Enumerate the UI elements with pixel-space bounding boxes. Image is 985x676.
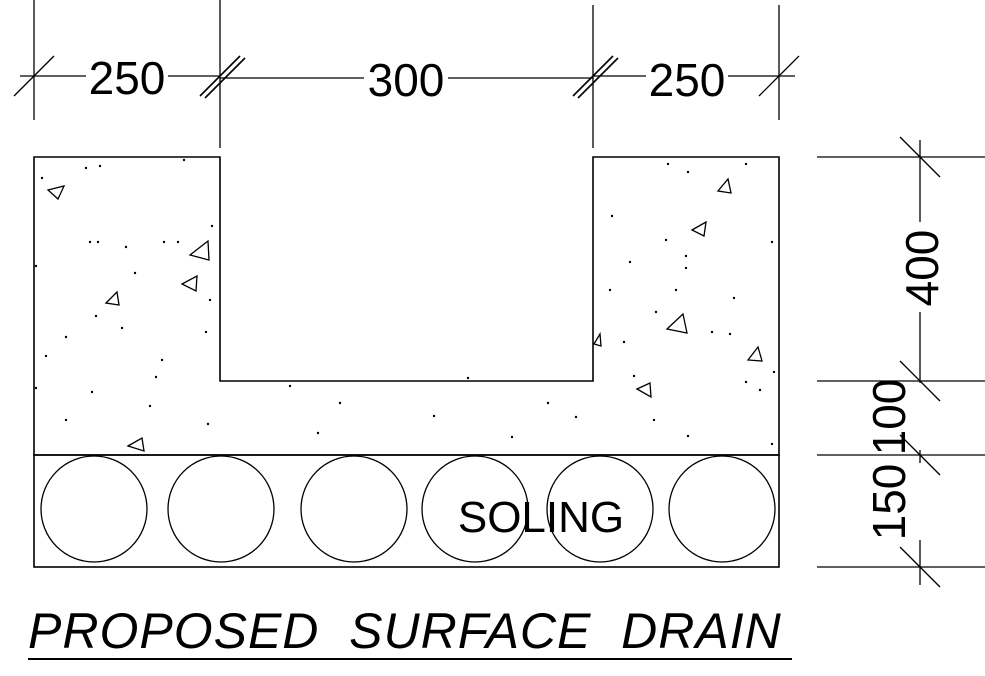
dim-tick-top bbox=[899, 136, 941, 178]
soling-stone bbox=[40, 455, 148, 563]
soling-stone bbox=[421, 455, 529, 563]
dim-tick-left bbox=[13, 55, 55, 97]
aggregate-triangle bbox=[46, 185, 66, 201]
aggregate-triangle bbox=[593, 331, 602, 347]
dim-tick-right bbox=[758, 55, 800, 97]
concrete-dots bbox=[34, 158, 776, 446]
aggregate-triangle bbox=[716, 177, 732, 194]
soling-stone bbox=[546, 455, 654, 563]
dim-label-base: 100 bbox=[863, 379, 915, 456]
dim-label-channel: 300 bbox=[368, 54, 445, 106]
soling-stone bbox=[300, 455, 408, 563]
aggregate-triangle bbox=[104, 290, 120, 306]
aggregate-triangle bbox=[180, 274, 198, 293]
dim-tick-bottom bbox=[899, 546, 941, 588]
dim-label-soling: 150 bbox=[863, 464, 915, 541]
top-dimension-group bbox=[13, 0, 800, 148]
soling-stone bbox=[668, 455, 776, 563]
aggregate-triangle bbox=[690, 220, 707, 237]
soling-stone bbox=[167, 455, 275, 563]
right-dimension-group bbox=[817, 136, 985, 588]
aggregate-triangle bbox=[746, 345, 763, 362]
aggregate-triangle bbox=[665, 312, 688, 334]
aggregate-triangle bbox=[126, 436, 145, 452]
dim-label-right-wall: 250 bbox=[649, 54, 726, 106]
dim-label-depth: 400 bbox=[896, 230, 948, 307]
aggregate-triangle bbox=[635, 382, 652, 399]
dim-tick-inner-right-2 bbox=[577, 57, 619, 99]
soling-label: SOLING bbox=[458, 493, 624, 542]
dim-tick-inner-left-1 bbox=[199, 55, 241, 97]
aggregate-triangle bbox=[188, 239, 210, 261]
concrete-hatch bbox=[46, 177, 763, 452]
drawing-title: PROPOSED SURFACE DRAIN bbox=[28, 603, 782, 659]
soling-layer bbox=[33, 454, 780, 568]
concrete-drain-body bbox=[33, 156, 780, 456]
dim-tick-soling-top bbox=[899, 434, 941, 476]
dim-label-left-wall: 250 bbox=[89, 52, 166, 104]
dim-tick-inner-left-2 bbox=[204, 57, 246, 99]
dim-tick-channel-bottom bbox=[899, 360, 941, 402]
dim-tick-inner-right-1 bbox=[572, 55, 614, 97]
soling-stones bbox=[40, 455, 776, 563]
